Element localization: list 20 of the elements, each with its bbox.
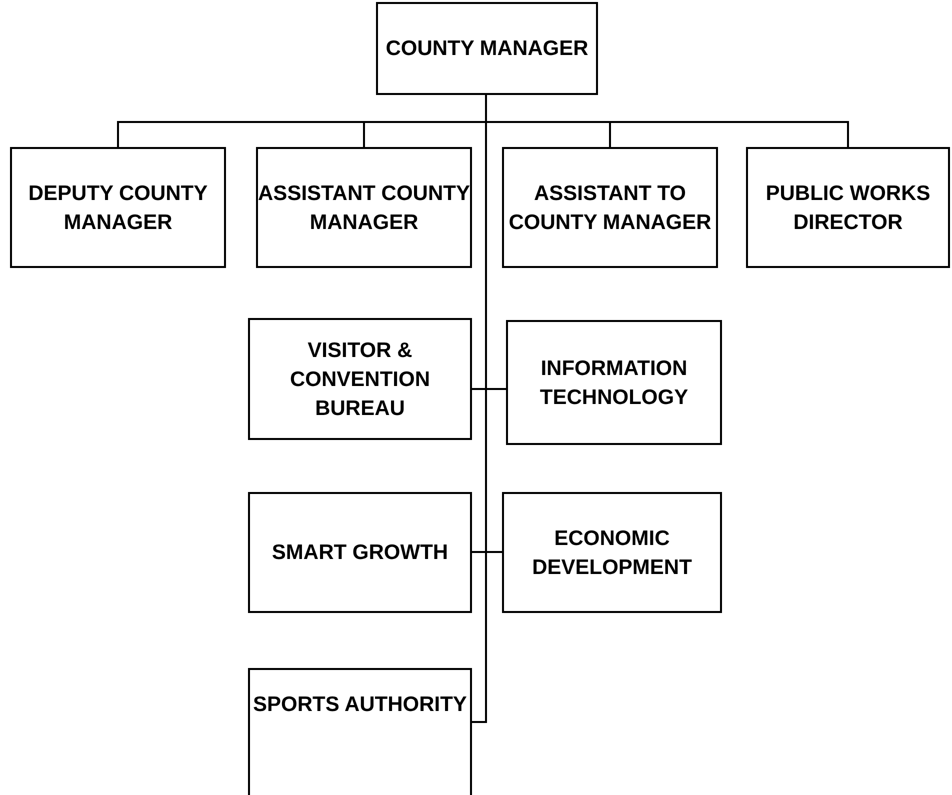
org-box — [256, 147, 472, 268]
org-box — [248, 492, 472, 613]
org-box — [10, 147, 226, 268]
org-box — [248, 318, 472, 440]
org-box — [506, 320, 722, 445]
org-box — [376, 2, 598, 95]
org-box — [502, 492, 722, 613]
position-title: VISITOR & CONVENTION BUREAU — [288, 338, 431, 422]
position-title: COUNTY MANAGER — [386, 36, 588, 62]
position-title: ASSISTANT TO COUNTY MANAGER — [508, 180, 712, 236]
position-title: PUBLIC WORKS DIRECTOR — [764, 180, 932, 236]
org-box — [248, 668, 472, 795]
position-title: DEPUTY COUNTY MANAGER — [27, 180, 209, 236]
position-title: ASSISTANT COUNTY MANAGER — [258, 180, 470, 236]
position-title: SMART GROWTH — [272, 540, 448, 566]
org-box — [746, 147, 950, 268]
position-title: INFORMATION TECHNOLOGY — [538, 356, 690, 410]
position-title: SPORTS AUTHORITY — [253, 692, 467, 718]
position-title: ECONOMIC DEVELOPMENT — [531, 526, 693, 580]
org-box — [502, 147, 718, 268]
